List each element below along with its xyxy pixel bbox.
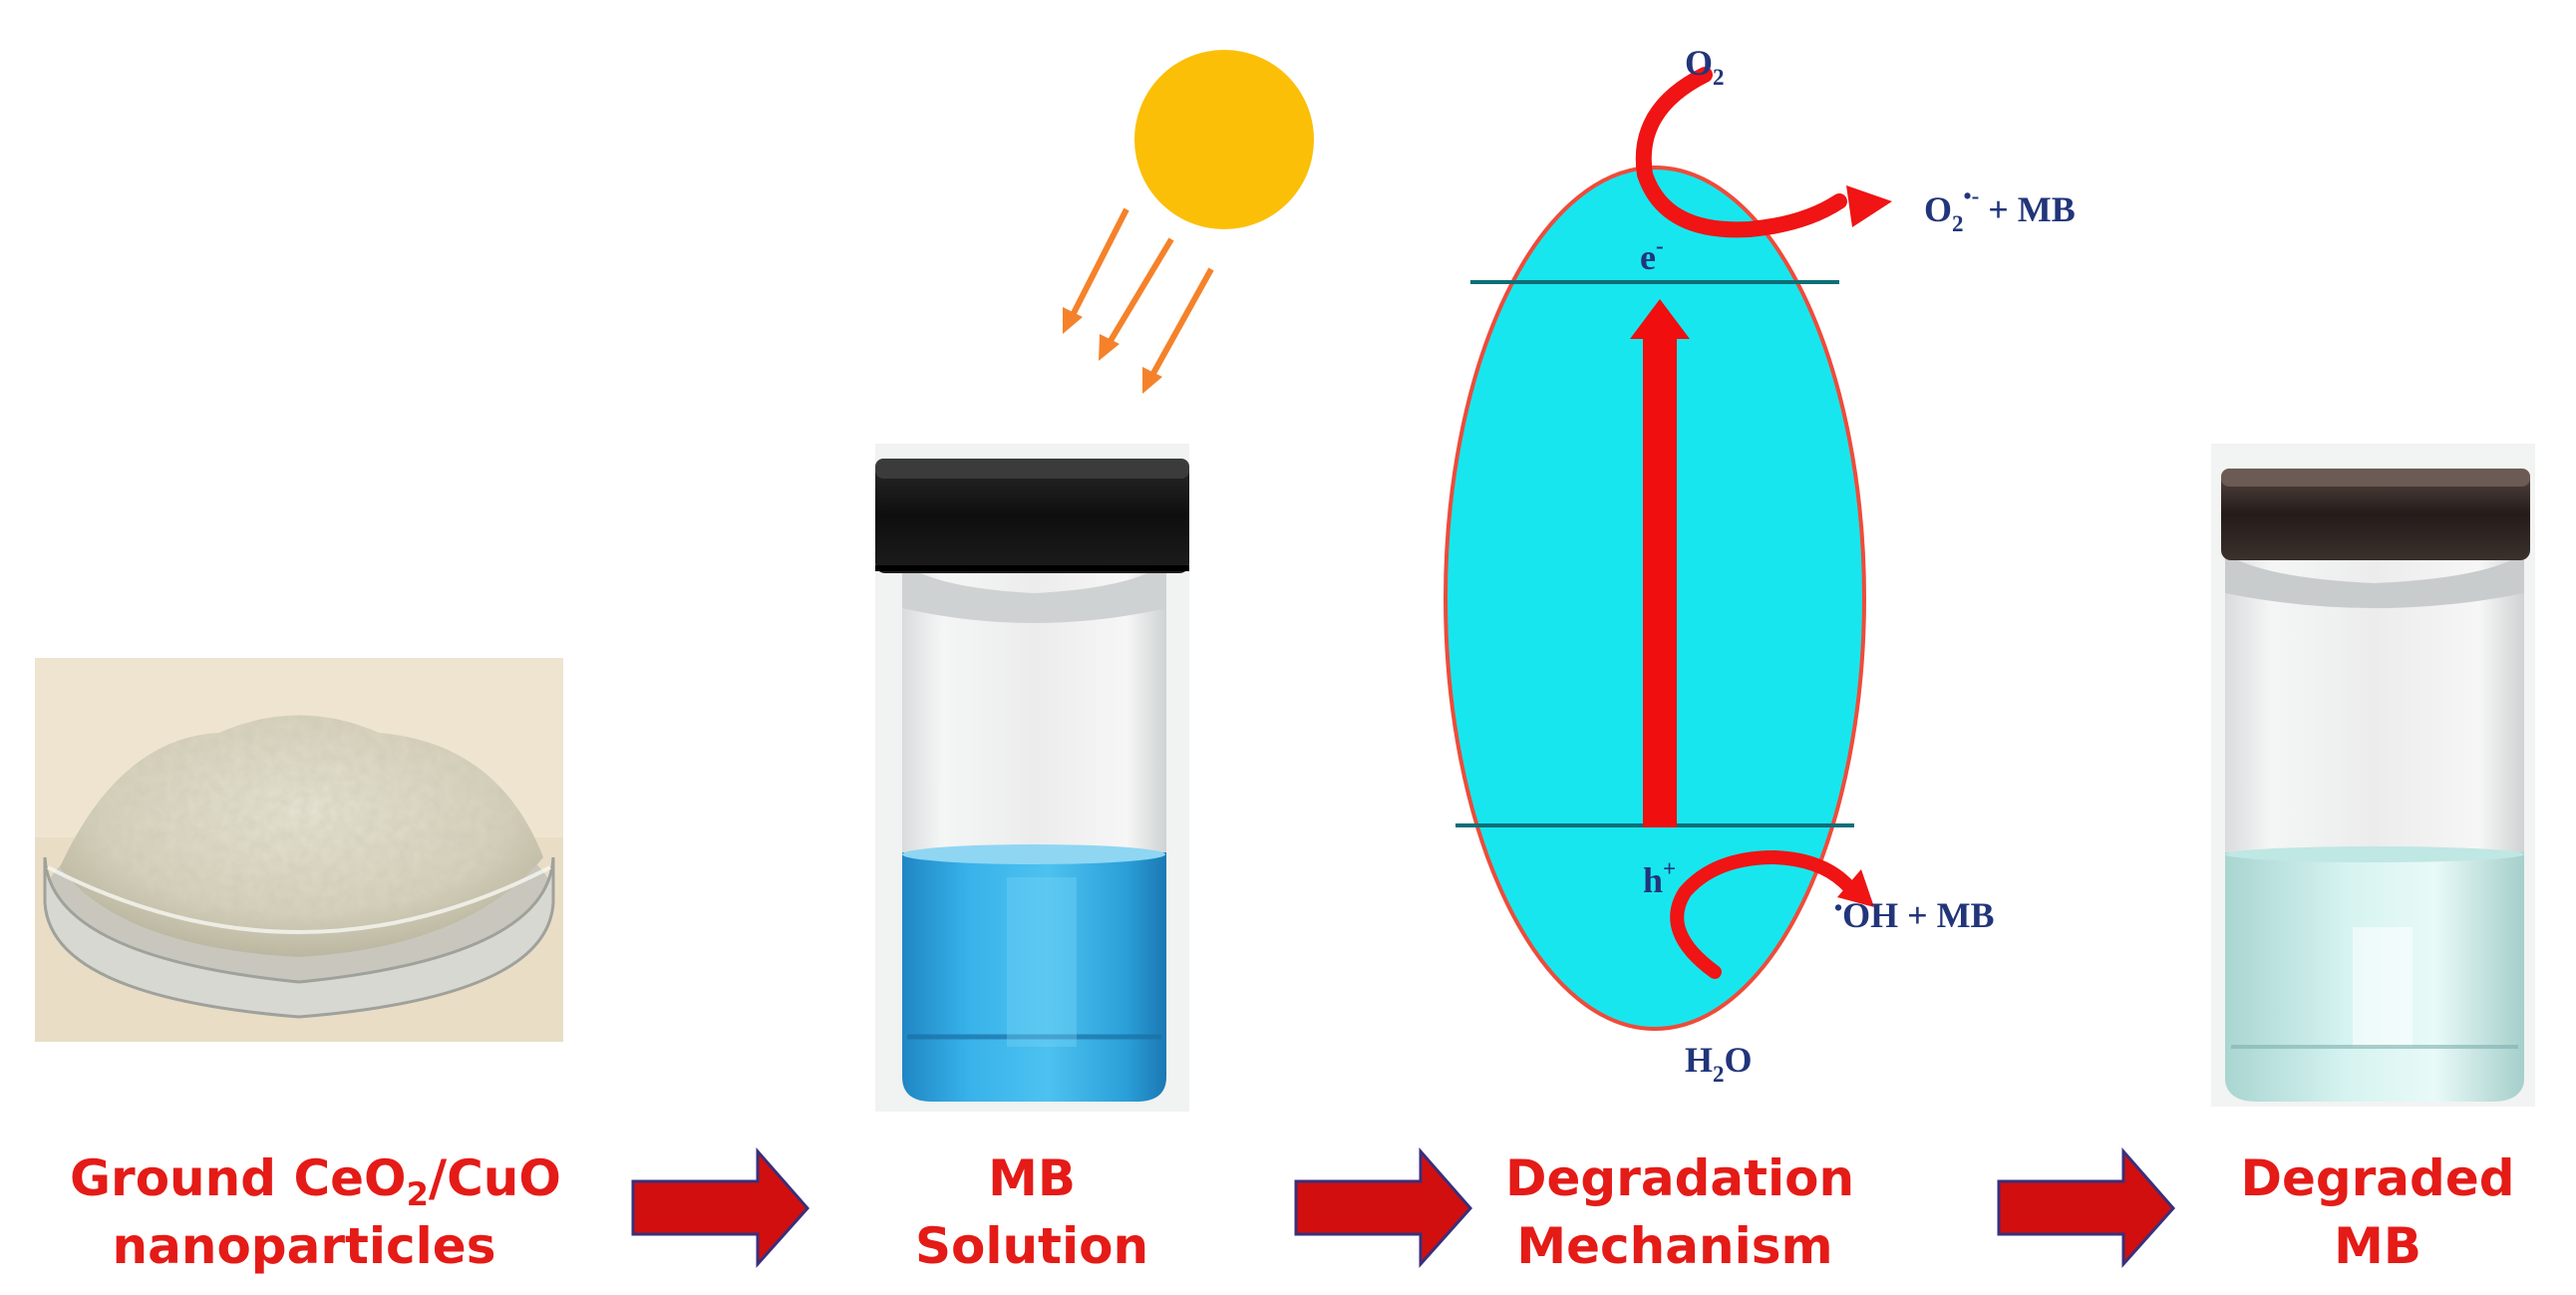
water-oxidation-arrow [1670, 849, 1874, 979]
caption-subscript: 2 [406, 1175, 429, 1213]
right-arrow-icon [631, 1147, 810, 1268]
sun-rays [1063, 207, 1214, 394]
vial-clear-photo [2211, 444, 2535, 1107]
petri-dish-photo [35, 658, 563, 1042]
caption-degradation-mechanism: Degradation Mechanism [1505, 1144, 1855, 1280]
caption-text-ceo: Ground CeO [70, 1149, 407, 1207]
water-label: H2O [1685, 1040, 1753, 1087]
caption-line-1: Ground CeO2/CuO [70, 1144, 561, 1213]
superoxide-label: O2•- + MB [1924, 183, 2076, 236]
photocatalyst-particle [1444, 165, 1866, 1031]
caption-line-2: Solution [914, 1217, 1149, 1275]
right-arrow-icon [1294, 1147, 1473, 1268]
hole-label: h+ [1643, 856, 1676, 900]
caption-line-1: MB [988, 1149, 1076, 1207]
right-arrow-icon [1997, 1147, 2176, 1268]
caption-line-1: Degraded [2240, 1149, 2515, 1207]
caption-line-2: Mechanism [1516, 1217, 1833, 1275]
caption-nanoparticles: Ground CeO2/CuO nanoparticles [70, 1144, 561, 1280]
caption-line-1: Degradation [1505, 1149, 1855, 1207]
excitation-arrow [1643, 334, 1677, 827]
caption-mb-solution: MB Solution [887, 1144, 1176, 1280]
oxygen-reduction-arrow [1635, 67, 1892, 238]
o2-label: O2 [1685, 43, 1725, 90]
hydroxyl-label: •OH + MB [1834, 895, 1995, 935]
caption-line-2: MB [2334, 1217, 2421, 1275]
caption-text-cuo: /CuO [428, 1149, 561, 1207]
caption-line-2: nanoparticles [112, 1217, 496, 1275]
vial-blue-photo [875, 444, 1189, 1112]
electron-label: e- [1640, 233, 1664, 277]
caption-degraded-mb: Degraded MB [2223, 1144, 2532, 1280]
sun-icon [1134, 50, 1314, 229]
